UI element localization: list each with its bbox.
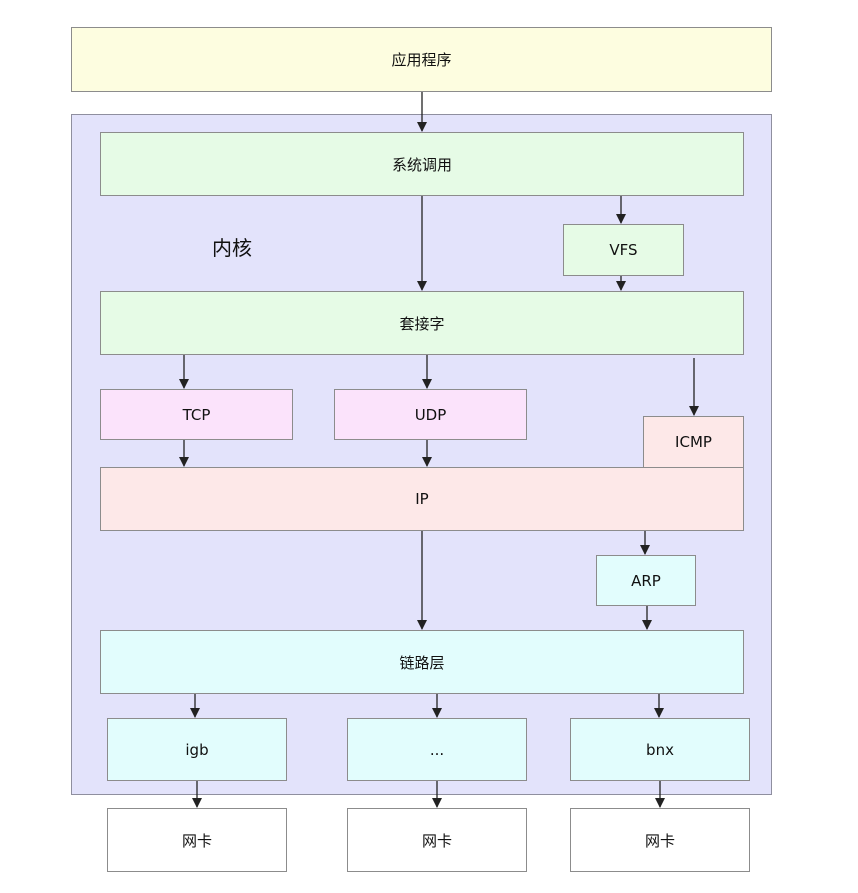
- socket-label: 套接字: [399, 314, 445, 333]
- nic-label-1: 网卡: [181, 831, 212, 850]
- nic-box-2: 网卡: [347, 808, 527, 872]
- driver-igb-box: igb: [107, 718, 287, 781]
- udp-box: UDP: [334, 389, 527, 440]
- driver-bnx-label: bnx: [646, 740, 674, 759]
- ip-box: IP: [100, 467, 744, 531]
- udp-label: UDP: [414, 405, 447, 424]
- link-layer-label: 链路层: [399, 653, 445, 672]
- socket-box: 套接字: [100, 291, 744, 355]
- syscall-label: 系统调用: [391, 155, 452, 174]
- nic-box-1: 网卡: [107, 808, 287, 872]
- vfs-label: VFS: [609, 241, 638, 259]
- icmp-label: ICMP: [675, 433, 712, 451]
- driver-bnx-box: bnx: [570, 718, 750, 781]
- arp-label: ARP: [631, 571, 661, 590]
- link-layer-box: 链路层: [100, 630, 744, 694]
- arp-box: ARP: [596, 555, 696, 606]
- vfs-box: VFS: [563, 224, 684, 276]
- driver-ellipsis-label: ...: [429, 740, 445, 759]
- icmp-box: ICMP: [643, 416, 744, 468]
- driver-igb-label: igb: [185, 740, 209, 759]
- driver-ellipsis-box: ...: [347, 718, 527, 781]
- nic-label-3: 网卡: [644, 831, 675, 850]
- kernel-label: 内核: [212, 236, 252, 260]
- tcp-box: TCP: [100, 389, 293, 440]
- app-label: 应用程序: [391, 51, 452, 69]
- app-box: 应用程序: [71, 27, 772, 92]
- tcp-label: TCP: [182, 405, 211, 424]
- nic-label-2: 网卡: [421, 831, 452, 850]
- nic-box-3: 网卡: [570, 808, 750, 872]
- ip-label: IP: [415, 490, 429, 508]
- syscall-box: 系统调用: [100, 132, 744, 196]
